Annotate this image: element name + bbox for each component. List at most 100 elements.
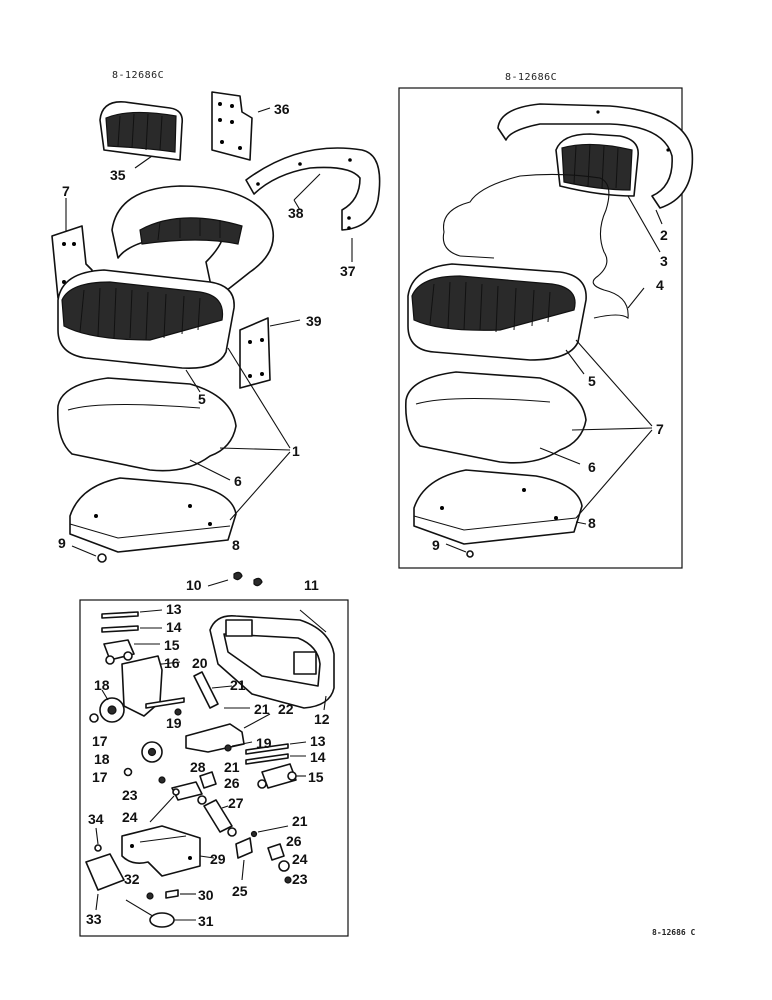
seat-foam-pad-right (404, 371, 587, 464)
base-bracket (121, 825, 201, 877)
callout-34: 34 (88, 811, 104, 827)
pin-middle (224, 744, 232, 752)
callout-6-right: 6 (588, 459, 596, 475)
seat-side-plate (239, 317, 271, 389)
callout-9-left: 9 (58, 535, 66, 551)
stop-bracket (235, 837, 253, 859)
callout-24-left: 24 (122, 809, 138, 825)
pin-21-lower (250, 830, 258, 838)
pin-30 (165, 889, 179, 899)
callout-10: 10 (186, 577, 202, 593)
callout-5-left: 5 (198, 391, 206, 407)
callout-23-right: 23 (292, 871, 308, 887)
callout-21-a: 21 (230, 677, 246, 693)
back-band (245, 147, 381, 231)
callout-5-right: 5 (588, 373, 596, 389)
pin-upper (145, 697, 185, 716)
callout-12: 12 (314, 711, 330, 727)
back-mounting-plate (211, 91, 253, 161)
nut (71, 545, 107, 563)
callout-22: 22 (278, 701, 294, 717)
callout-18-upper: 18 (94, 677, 110, 693)
seat-pan (69, 477, 237, 553)
callout-28: 28 (190, 759, 206, 775)
lever-plate (85, 853, 125, 891)
callout-29: 29 (210, 851, 226, 867)
callout-30: 30 (198, 887, 214, 903)
callout-13-lower: 13 (310, 733, 326, 749)
callout-13-upper: 13 (166, 601, 182, 617)
callout-16: 16 (164, 655, 180, 671)
stop-block-lower (267, 843, 285, 861)
callout-20: 20 (192, 655, 208, 671)
callout-39: 39 (306, 313, 322, 329)
callout-8-right: 8 (588, 515, 596, 531)
callout-15-lower: 15 (308, 769, 324, 785)
seat-pan-right (413, 469, 583, 545)
callout-14-upper: 14 (166, 619, 182, 635)
callout-2: 2 (660, 227, 668, 243)
callout-26-lower: 26 (286, 833, 302, 849)
seat-back-cushion (555, 133, 639, 197)
reference-number-bottom-right: 8-12686 C (652, 928, 696, 937)
washer-upper (89, 713, 99, 723)
back-support-rod (442, 173, 629, 320)
alternate-seat-frame (398, 87, 683, 569)
callout-21-d: 21 (292, 813, 308, 829)
callout-8-left: 8 (232, 537, 240, 553)
callout-7-left: 7 (62, 183, 70, 199)
upholstered-back (111, 185, 274, 301)
washer-lower (123, 767, 133, 777)
callout-17-upper: 17 (92, 733, 108, 749)
seat-foam-pad (56, 377, 237, 472)
roller-block-upper (103, 639, 135, 665)
callout-38: 38 (288, 205, 304, 221)
link-bar (193, 671, 219, 709)
callout-31: 31 (198, 913, 214, 929)
callout-14-lower: 14 (310, 749, 326, 765)
callout-25: 25 (232, 883, 248, 899)
screw-right (445, 543, 474, 558)
callout-9-right: 9 (432, 537, 440, 553)
rod-pair-lower (245, 743, 289, 765)
callout-36: 36 (274, 101, 290, 117)
spring-clips (207, 571, 263, 587)
callout-6-left: 6 (234, 473, 242, 489)
callout-23-left: 23 (122, 787, 138, 803)
reference-number-top-right: 8-12686C (505, 72, 557, 83)
roller-block-lower (257, 763, 297, 789)
callout-3: 3 (660, 253, 668, 269)
suspension-frame (209, 614, 335, 709)
callout-32: 32 (124, 871, 140, 887)
shock-absorber (197, 795, 237, 837)
seat-back-frame (497, 103, 694, 209)
callout-7-right: 7 (656, 421, 664, 437)
backrest-cushion (99, 101, 184, 161)
reference-number-top-left: 8-12686C (112, 70, 164, 81)
seat-cushion (57, 269, 235, 369)
callout-21-b: 21 (254, 701, 270, 717)
callout-37: 37 (340, 263, 356, 279)
callout-11: 11 (304, 577, 319, 593)
seat-cushion-right (407, 263, 587, 361)
hardware-frame (79, 599, 349, 937)
callout-21-c: 21 (224, 759, 240, 775)
bolt-34 (94, 844, 102, 852)
stop-block-upper (199, 771, 217, 789)
callout-24-right: 24 (292, 851, 308, 867)
nut-23-right (284, 876, 292, 884)
screw-32 (146, 892, 154, 900)
roller-lower (141, 741, 163, 763)
roller-upper (99, 689, 125, 723)
callout-18-lower: 18 (94, 751, 110, 767)
callout-1: 1 (292, 443, 300, 459)
nut-23-left (158, 776, 166, 784)
callout-33: 33 (86, 911, 102, 927)
callout-19-upper: 19 (166, 715, 182, 731)
callout-19-middle: 19 (256, 735, 272, 751)
rod-pair-upper (101, 611, 139, 633)
callout-27: 27 (228, 795, 244, 811)
callout-26-upper: 26 (224, 775, 240, 791)
adjuster-linkage (171, 781, 203, 801)
